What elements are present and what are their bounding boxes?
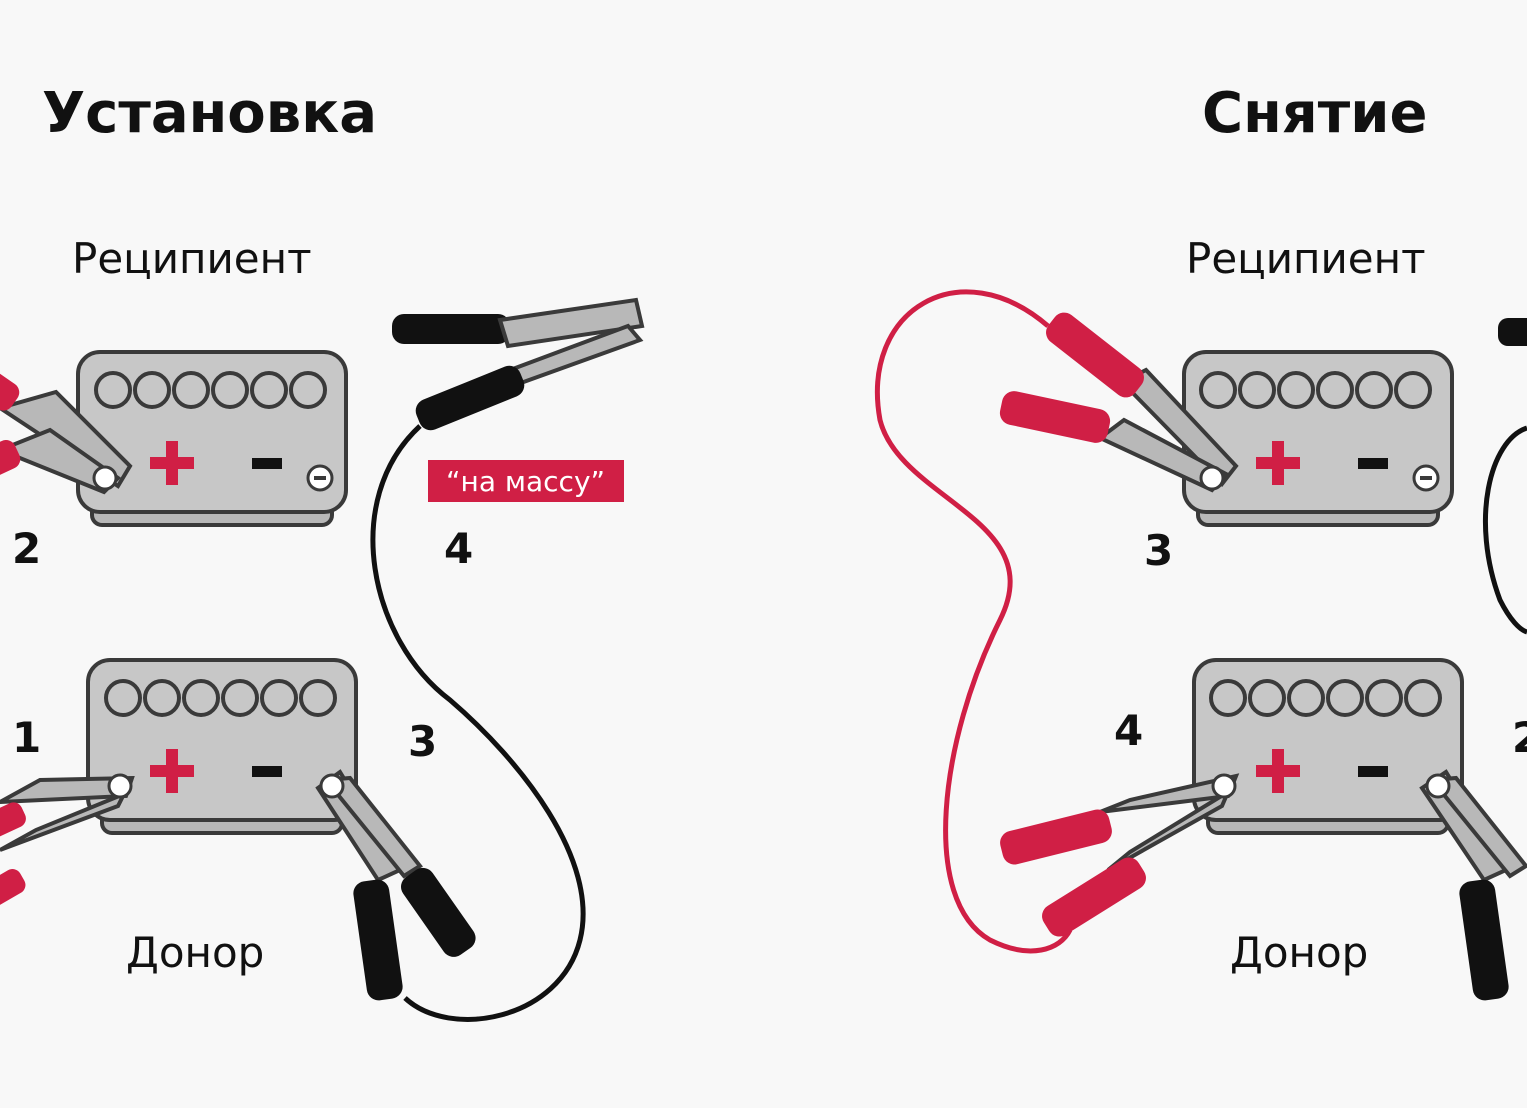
step-number: 4 <box>444 524 473 573</box>
step-number: 3 <box>1144 526 1173 575</box>
step-number: 1 <box>12 713 41 762</box>
install-panel: Реципиент Донор <box>0 234 645 1022</box>
ground-note-text: “на массу” <box>446 465 605 498</box>
black-clamp-icon <box>315 769 476 1001</box>
minus-sign-icon <box>252 458 282 469</box>
red-clamp-icon <box>999 312 1239 493</box>
red-clamp-icon <box>1000 773 1240 937</box>
red-clamp-icon <box>0 359 133 495</box>
donor-battery-icon <box>86 658 358 835</box>
remove-donor-label: Донор <box>1230 928 1368 977</box>
step-number: 2 <box>12 524 41 573</box>
install-recipient-label: Реципиент <box>72 234 312 283</box>
remove-panel: Реципиент Донор <box>875 234 1527 1001</box>
remove-recipient-label: Реципиент <box>1186 234 1426 283</box>
black-clamp-icon <box>392 297 645 431</box>
red-clamp-icon <box>0 773 135 913</box>
red-cable-icon <box>875 289 1073 954</box>
black-cable-icon <box>1482 425 1527 635</box>
black-clamp-icon <box>1419 769 1527 1001</box>
recipient-battery-icon <box>1182 350 1454 527</box>
install-donor-label: Донор <box>126 928 264 977</box>
black-clamp-icon <box>1498 318 1527 346</box>
black-cable-icon <box>370 424 586 1022</box>
remove-title: Снятие <box>1202 81 1427 146</box>
step-number: 3 <box>408 717 437 766</box>
step-number: 2 <box>1512 713 1527 762</box>
recipient-battery-icon <box>76 350 348 527</box>
donor-battery-icon <box>1192 658 1464 835</box>
install-title: Установка <box>42 81 377 146</box>
ground-note-badge <box>428 460 624 502</box>
step-number: 4 <box>1114 706 1143 755</box>
